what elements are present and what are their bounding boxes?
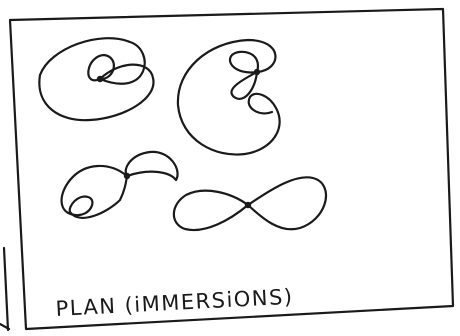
crossing-dot bbox=[245, 202, 251, 208]
curve-figure-eight bbox=[174, 177, 326, 230]
crossing-dot bbox=[97, 76, 103, 82]
crossing-dot bbox=[254, 69, 260, 75]
crossing-dot bbox=[124, 173, 130, 179]
curve-twisted-figure-eight bbox=[62, 152, 178, 218]
curve-loop-with-two-inner-loops bbox=[178, 40, 280, 155]
left-edge-stroke bbox=[4, 248, 8, 330]
curve-loop-with-inner-loop bbox=[39, 38, 153, 120]
